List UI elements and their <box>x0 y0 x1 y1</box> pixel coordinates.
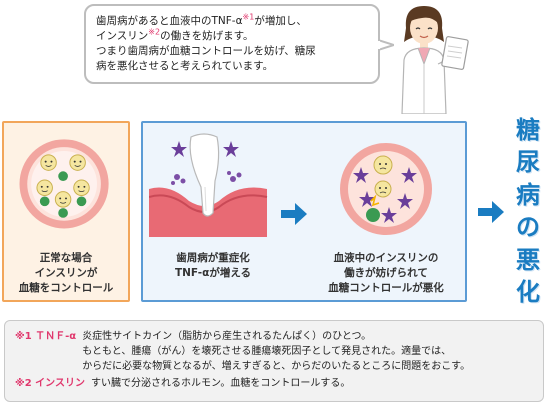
footnote-1-line: もともと、腫瘍（がん）を壊死させる腫瘍壊死因子として発見された。適量では、 <box>82 346 452 357</box>
title-char: 糖 <box>516 116 540 144</box>
impaired-vessel-illustration <box>340 143 432 235</box>
footnote-2: ※2 インスリン すい臓で分泌されるホルモン。血糖をコントロールする。 <box>15 376 533 391</box>
insulin-character <box>374 180 392 198</box>
footnotes-box: ※1 ＴＮＦ-α 炎症性サイトカイン（脂肪から産生されるたんぱく）のひとつ。 も… <box>4 320 544 402</box>
title-char: の <box>516 213 540 242</box>
insulin-character <box>73 179 90 207</box>
footnote-ref-2: ※2 <box>148 27 161 37</box>
footnote-2-key: ※2 インスリン <box>15 378 85 389</box>
arrow-right-icon <box>281 203 307 225</box>
panel-normal: 正常な場合 インスリンが 血糖をコントロール <box>2 121 130 302</box>
speech-bubble: 歯周病があると血液中のTNF-α※1が増加し、 インスリン※2の働きを妨げます。… <box>84 4 380 84</box>
bacteria-icon <box>171 171 242 185</box>
normal-caption: 正常な場合 インスリンが 血糖をコントロール <box>18 252 114 294</box>
title-char: 尿 <box>516 148 540 177</box>
doctor-illustration <box>401 6 469 114</box>
tnf-alpha-icon <box>353 167 417 223</box>
insulin-character <box>69 154 86 171</box>
insulin-character <box>54 191 72 218</box>
bubble-line-4: 病を悪化させると考えられています。 <box>96 60 274 72</box>
gum-disease-illustration <box>149 133 268 237</box>
glucose-icon <box>58 171 68 181</box>
arrow-right-icon <box>478 201 504 223</box>
footnote-1-line: 炎症性サイトカイン（脂肪から産生されるたんぱく）のひとつ。 <box>82 331 372 342</box>
glucose-icon <box>366 208 380 222</box>
footnote-1-key: ※1 ＴＮＦ-α <box>15 331 77 342</box>
title-char: 悪 <box>516 245 540 274</box>
footnote-2-text: すい臓で分泌されるホルモン。血糖をコントロールする。 <box>90 378 351 389</box>
footnote-ref-1: ※1 <box>242 12 255 22</box>
insulin-character <box>373 155 393 175</box>
bubble-line-3: つまり歯周病が血糖コントロールを妨げ、糖尿 <box>96 45 316 57</box>
healthy-vessel-illustration <box>19 139 109 229</box>
vertical-title: 糖 尿 病 の 悪 化 <box>510 118 546 304</box>
footnote-1: ※1 ＴＮＦ-α 炎症性サイトカイン（脂肪から産生されるたんぱく）のひとつ。 も… <box>15 329 533 374</box>
bubble-tail <box>378 39 394 51</box>
insulin-character <box>40 154 57 171</box>
tnf-alpha-icon <box>171 141 239 157</box>
bubble-line-2: インスリン※2の働きを妨げます。 <box>96 27 254 42</box>
vessel-caption: 血液中のインスリンの 働きが妨げられて 血糖コントロールが悪化 <box>328 252 444 294</box>
title-char: 病 <box>516 180 540 209</box>
gum-caption: 歯周病が重症化 TNF-αが増える <box>174 252 252 279</box>
title-char: 化 <box>516 277 540 306</box>
panel-periodontal: 歯周病が重症化 TNF-αが増える 血液中のインスリンの 働きが <box>141 121 467 302</box>
footnote-1-line: からだに必要な物質となるが、増えすぎると、からだのいたるところに問題をおこす。 <box>82 361 471 372</box>
bubble-line-1: 歯周病があると血液中のTNF-α※1が増加し、 <box>96 12 307 27</box>
insulin-character <box>36 179 53 207</box>
